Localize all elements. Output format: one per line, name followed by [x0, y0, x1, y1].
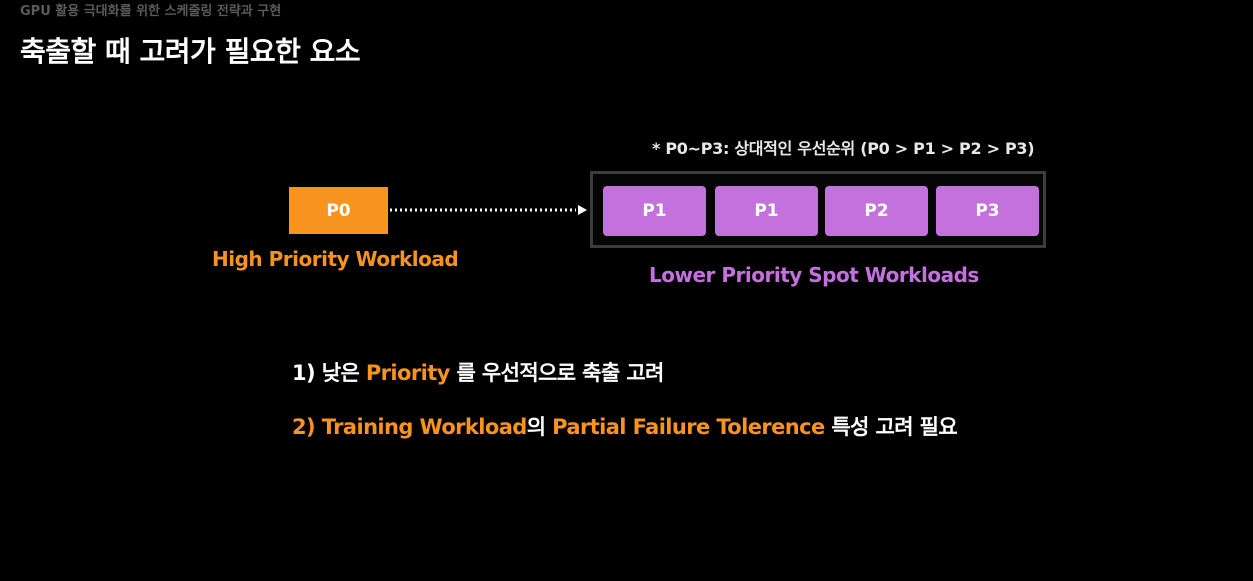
consideration-2-highlight: Partial Failure Tolerence	[552, 415, 825, 439]
lower-priority-caption: Lower Priority Spot Workloads	[649, 263, 979, 287]
consideration-1-highlight: Priority	[365, 361, 450, 385]
page-title: 축출할 때 고려가 필요한 요소	[20, 35, 361, 68]
p0-box: P0	[289, 187, 388, 234]
dotted-arrow-right-icon	[390, 205, 587, 215]
spot-box-p1-a: P1	[603, 186, 706, 236]
header-subtitle: GPU 활용 극대화를 위한 스케줄링 전략과 구현	[20, 4, 282, 19]
high-priority-caption: High Priority Workload	[212, 247, 459, 271]
consideration-1-prefix: 1) 낮은	[292, 361, 366, 385]
consideration-2: 2) Training Workload의 Partial Failure To…	[292, 411, 958, 441]
consideration-1: 1) 낮은 Priority 를 우선적으로 축출 고려	[292, 357, 664, 387]
consideration-1-suffix: 를 우선적으로 축출 고려	[449, 361, 664, 385]
consideration-2-middle: 의	[526, 415, 553, 439]
priority-footnote: * P0~P3: 상대적인 우선순위 (P0 > P1 > P2 > P3)	[652, 139, 1035, 158]
consideration-2-suffix: 특성 고려 필요	[824, 415, 958, 439]
consideration-2-prefix: 2) Training Workload	[292, 415, 527, 439]
spot-box-p3: P3	[936, 186, 1039, 236]
spot-box-p1-b: P1	[715, 186, 818, 236]
spot-box-p2: P2	[825, 186, 928, 236]
